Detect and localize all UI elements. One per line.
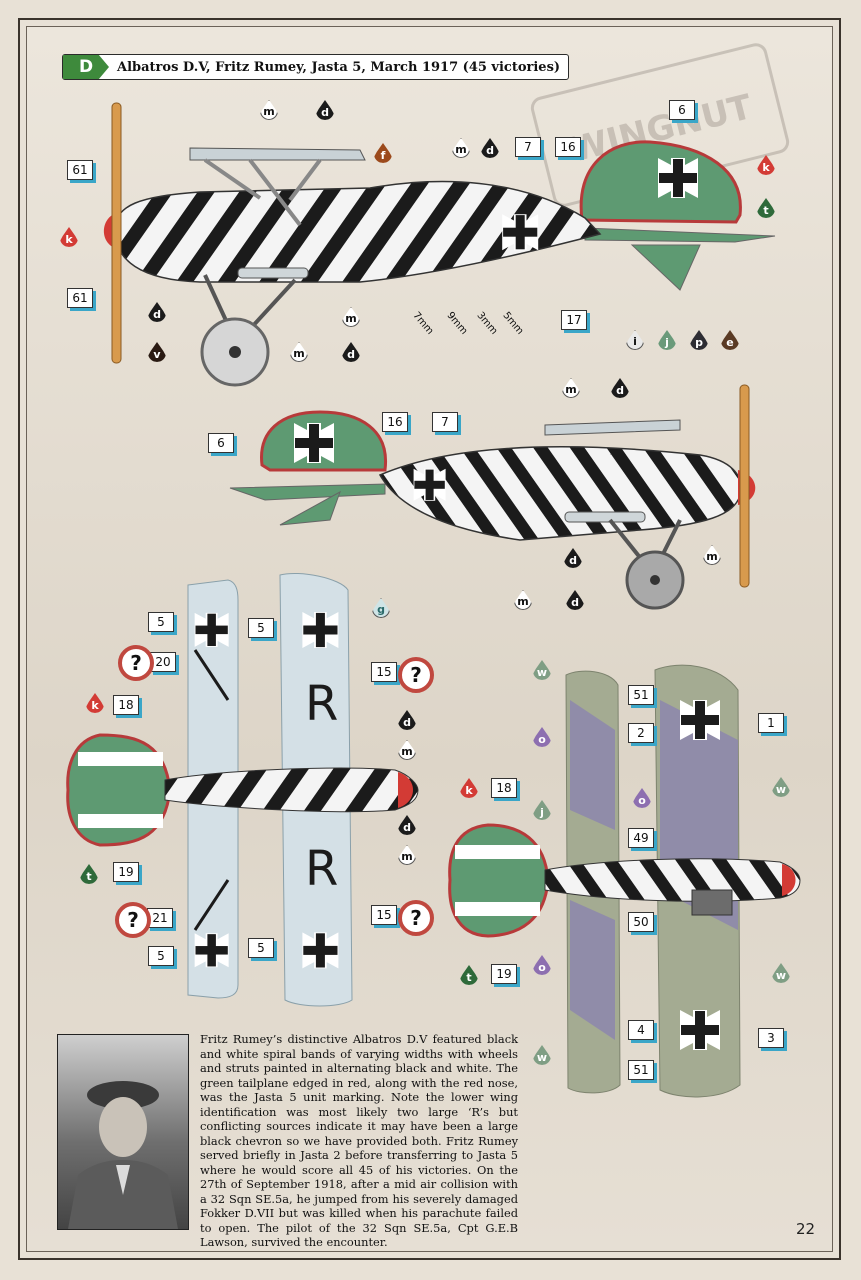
profile-title: Albatros D.V, Fritz Rumey, Jasta 5, Marc…: [117, 59, 561, 75]
side-letter-lower: R: [305, 841, 338, 897]
callout-1: 1: [758, 713, 784, 733]
callout-61-top: 61: [67, 160, 93, 180]
profile-description: Fritz Rumey’s distinctive Albatros D.V f…: [200, 1032, 518, 1249]
page-border-outer: [18, 18, 841, 1260]
callout-15-upper: 15: [371, 662, 397, 682]
callout-5-d: 5: [248, 938, 274, 958]
callout-19-bottom: 19: [491, 964, 517, 984]
callout-7-side2: 7: [432, 412, 458, 432]
callout-51-upper: 51: [628, 685, 654, 705]
callout-18-top: 18: [113, 695, 139, 715]
callout-17: 17: [561, 310, 587, 330]
side-letter-upper: R: [305, 676, 338, 732]
callout-50: 50: [628, 912, 654, 932]
callout-7-side1: 7: [515, 137, 541, 157]
callout-16-side2: 16: [382, 412, 408, 432]
callout-3: 3: [758, 1028, 784, 1048]
question-mark-15-lower: ?: [398, 900, 434, 936]
callout-6-side2: 6: [208, 433, 234, 453]
profile-header: D Albatros D.V, Fritz Rumey, Jasta 5, Ma…: [62, 54, 570, 80]
question-mark-20: ?: [118, 645, 154, 681]
callout-16-side1: 16: [555, 137, 581, 157]
side-profile-left: [103, 102, 776, 387]
plan-view-bottom: [448, 664, 801, 1098]
callout-2: 2: [628, 723, 654, 743]
callout-4: 4: [628, 1020, 654, 1040]
callout-18-bottom: 18: [491, 778, 517, 798]
callout-5-c: 5: [148, 946, 174, 966]
callout-6-side1: 6: [669, 100, 695, 120]
callout-19-top: 19: [113, 862, 139, 882]
profile-letter: D: [63, 55, 109, 79]
callout-5-a: 5: [148, 612, 174, 632]
callout-49: 49: [628, 828, 654, 848]
question-mark-15-upper: ?: [398, 657, 434, 693]
callout-51-lower: 51: [628, 1060, 654, 1080]
callout-15-lower: 15: [371, 905, 397, 925]
callout-61-bottom: 61: [67, 288, 93, 308]
callout-5-b: 5: [248, 618, 274, 638]
page-number: 22: [796, 1220, 816, 1238]
side-profile-right: [229, 384, 756, 610]
plan-view-top: R R: [66, 572, 419, 1007]
question-mark-21: ?: [115, 902, 151, 938]
pilot-portrait: [57, 1034, 189, 1230]
